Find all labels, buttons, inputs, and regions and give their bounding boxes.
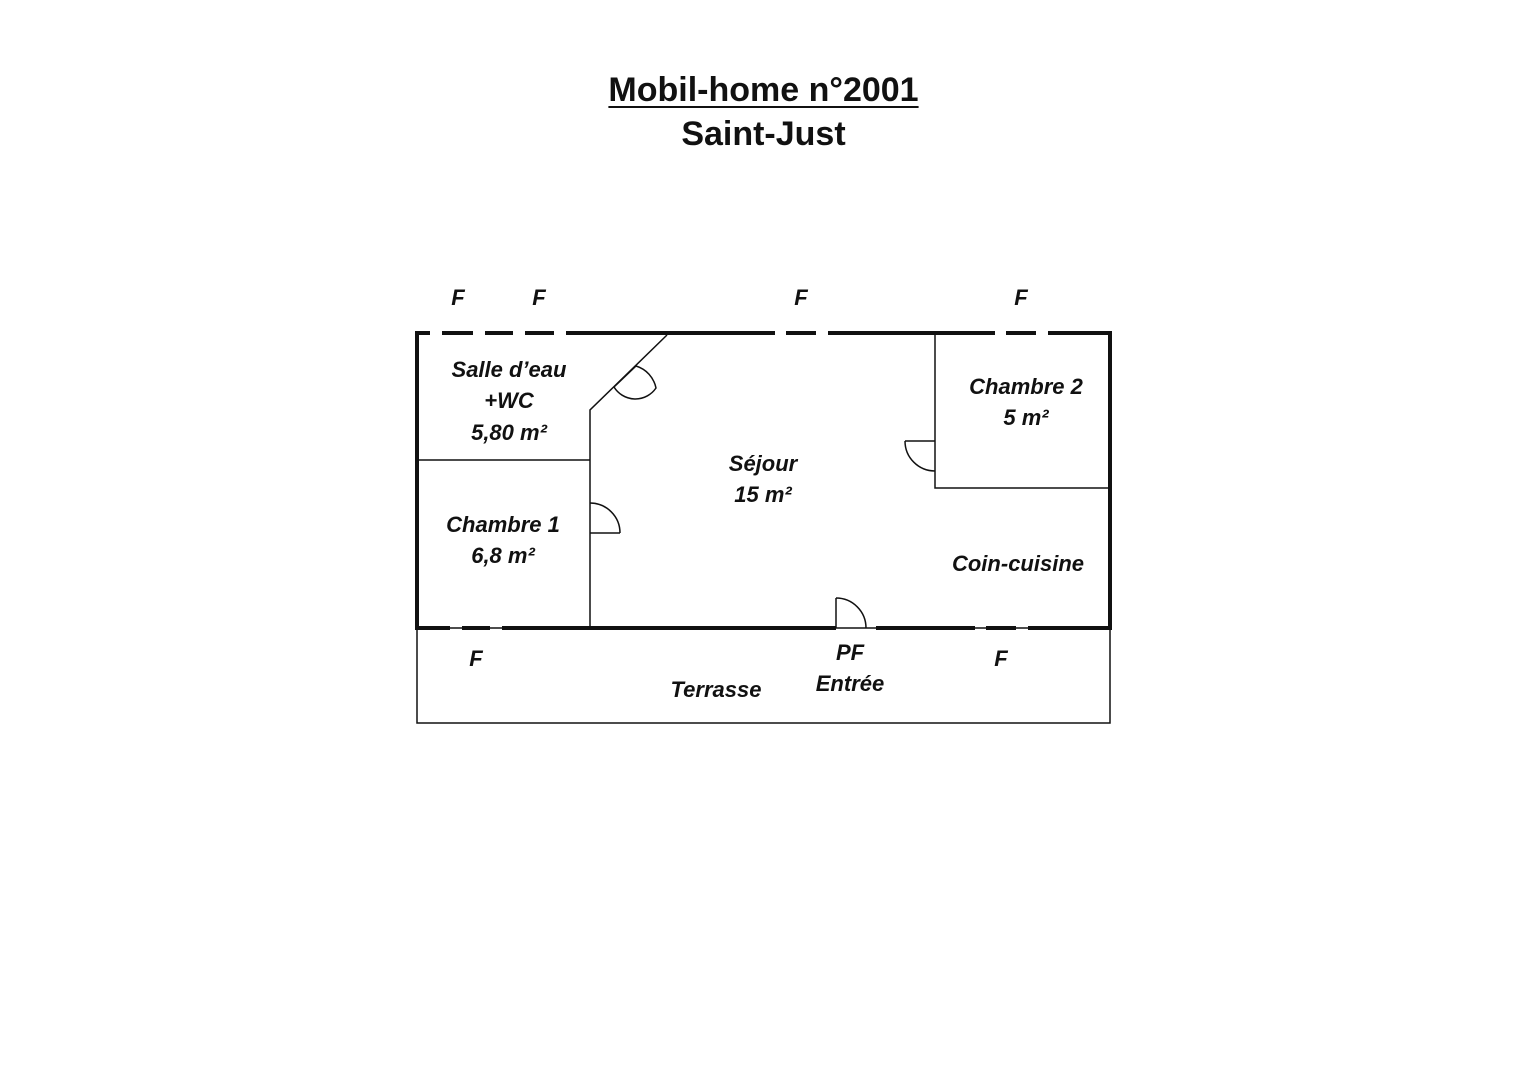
door-bathroom-icon [613,365,657,400]
room-extra-salle-eau: +WC [484,388,535,413]
door-chambre2-icon [904,440,936,472]
plan-title: Mobil-home n°2001 [608,71,919,109]
plan-subtitle: Saint-Just [681,115,846,153]
room-name-salle-eau: Salle d’eau [452,357,568,382]
room-area-sejour: 15 m² [734,482,792,507]
room-name-cuisine: Coin-cuisine [952,551,1084,576]
room-name-chambre2: Chambre 2 [969,374,1083,399]
plan-title-block: Mobil-home n°2001 Saint-Just [0,68,1527,156]
terrace-outline [416,627,1111,724]
door-entrance-icon [835,597,867,629]
room-area-chambre2: 5 m² [1003,405,1049,430]
window-label: F [794,285,808,310]
room-area-salle-eau: 5,80 m² [471,420,547,445]
room-name-sejour: Séjour [729,451,799,476]
window-label: F [994,646,1008,671]
interior-walls [417,334,1110,628]
door-chambre1-icon [589,502,621,534]
window-label: F [451,285,465,310]
window-label: F [469,646,483,671]
window-label: F [532,285,546,310]
entrance-label: Entrée [816,671,884,696]
room-name-terrasse: Terrasse [671,677,762,702]
window-label: F [1014,285,1028,310]
room-name-chambre1: Chambre 1 [446,512,560,537]
entrance-code: PF [836,640,865,665]
room-area-chambre1: 6,8 m² [471,543,535,568]
